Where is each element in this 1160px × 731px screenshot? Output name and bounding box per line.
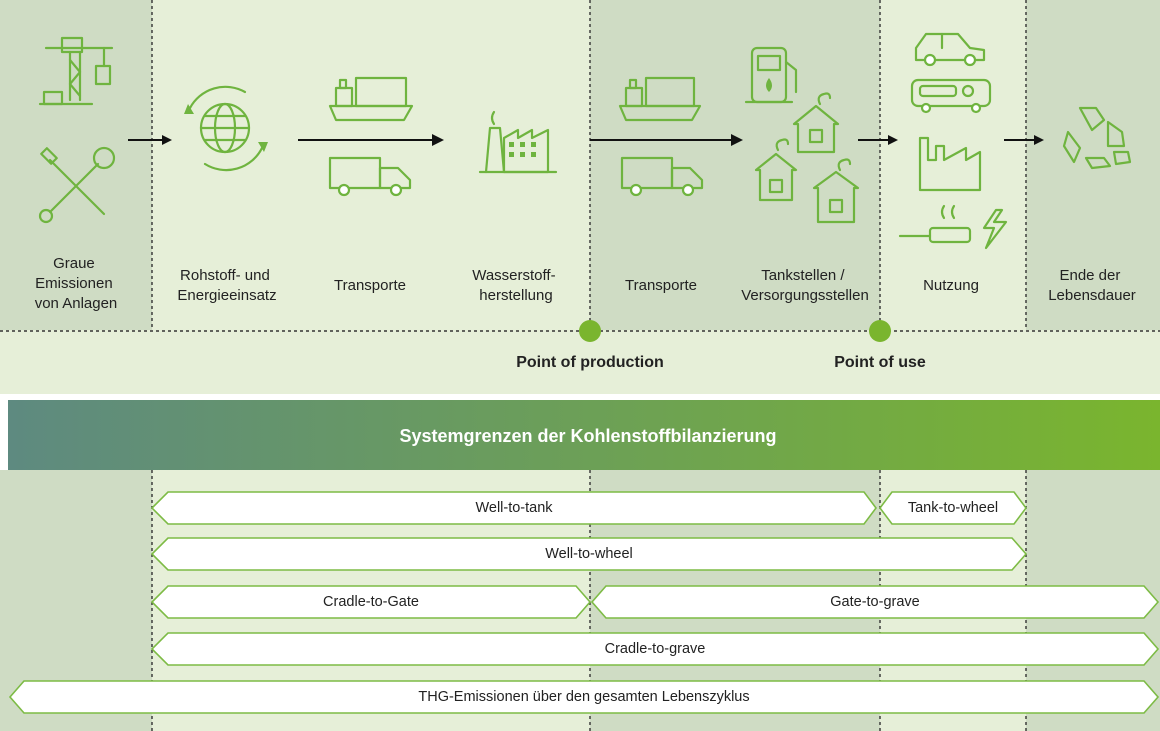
truck-icon-2: [620, 156, 704, 197]
bus-icon: [910, 78, 992, 114]
stove-power-icon: [898, 204, 1008, 250]
truck-icon: [328, 156, 412, 197]
stage-6-label: Tankstellen / Versorgungsstellen: [741, 267, 869, 304]
stage-8-label: Ende der Lebensdauer: [1048, 267, 1136, 304]
svg-text:Well-to-wheel: Well-to-wheel: [545, 546, 633, 562]
point-of-production-label: Point of production: [516, 354, 664, 371]
stage-2-label: Rohstoff- und Energieeinsatz: [177, 267, 276, 304]
ship-icon-2: [618, 76, 702, 122]
wrench-screwdriver-icon: [38, 146, 116, 224]
stage-5-label: Transporte: [625, 277, 697, 294]
svg-text:Gate-to-grave: Gate-to-grave: [830, 594, 919, 610]
boundary-arrow-well-to-wheel: Well-to-wheel: [150, 537, 1028, 571]
factory-icon: [478, 110, 558, 174]
house-icon: [754, 92, 860, 224]
point-of-production-marker: [579, 320, 601, 342]
svg-text:Well-to-tank: Well-to-tank: [475, 500, 553, 516]
stage-7-label: Nutzung: [923, 277, 979, 294]
boundary-arrow-well-to-tank: Well-to-tank: [150, 491, 877, 525]
boundary-arrow-tank-to-wheel: Tank-to-wheel: [879, 491, 1027, 525]
fuel-pump-icon: [744, 46, 798, 104]
boundary-arrow-cradle-to-grave: Cradle-to-grave: [150, 632, 1160, 666]
svg-text:Cradle-to-Gate: Cradle-to-Gate: [323, 594, 419, 610]
stage-3-label: Transporte: [334, 277, 406, 294]
system-boundary-banner: [8, 400, 1160, 470]
banner-title: Systemgrenzen der Kohlenstoffbilanzierun…: [399, 426, 776, 446]
svg-text:Cradle-to-grave: Cradle-to-grave: [605, 641, 706, 657]
point-of-use-marker: [869, 320, 891, 342]
crane-icon: [38, 36, 114, 106]
boundary-arrow-lifecycle: THG-Emissionen über den gesamten Lebensz…: [8, 680, 1160, 714]
svg-text:THG-Emissionen über den gesamt: THG-Emissionen über den gesamten Lebensz…: [418, 689, 749, 705]
point-of-use-label: Point of use: [834, 354, 926, 371]
boundary-arrows: Well-to-tank Tank-to-wheel Well-to-wheel…: [8, 491, 1160, 714]
stage-labels: Graue Emissionen von Anlagen Rohstoff- u…: [35, 255, 1136, 312]
car-icon: [914, 32, 986, 67]
industry-icon: [918, 136, 982, 192]
ship-icon: [328, 76, 414, 122]
stage-4-label: Wasserstoff- herstellung: [472, 267, 560, 304]
recycle-icon: [1062, 106, 1132, 170]
process-flow-arrows: [128, 134, 1044, 146]
boundary-arrow-cradle-to-gate: Cradle-to-Gate: [150, 585, 592, 619]
globe-cycle-icon: [184, 85, 268, 172]
stage-zones: [0, 0, 1160, 394]
boundary-arrow-gate-to-grave: Gate-to-grave: [590, 585, 1160, 619]
stage-1-label: Graue Emissionen von Anlagen: [35, 255, 118, 312]
svg-text:Tank-to-wheel: Tank-to-wheel: [908, 500, 998, 516]
